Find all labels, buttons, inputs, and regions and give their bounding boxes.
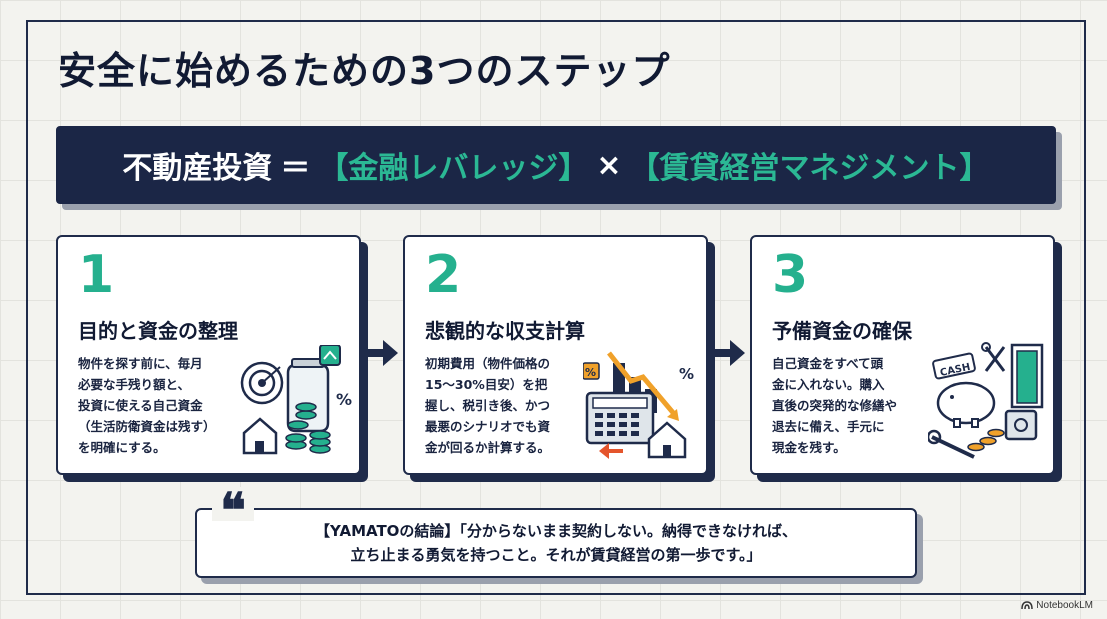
arrow-right-icon — [365, 340, 398, 366]
slide-frame — [26, 20, 1086, 595]
target-coins-jar-icon: % — [240, 345, 352, 455]
step-number: 1 — [78, 245, 115, 305]
arrow-right-icon — [712, 340, 745, 366]
brand-logo: NotebookLM — [1021, 600, 1093, 611]
step-number: 2 — [425, 245, 462, 305]
quote-line-1: 【YAMATOの結論】「分からないまま契約しない。納得できなければ、 — [315, 522, 797, 540]
formula-banner: 不動産投資 ＝ 【金融レバレッジ】 × 【賃貸経営マネジメント】 — [56, 126, 1056, 204]
step-description: 自己資金をすべて頭 金に入れない。購入 直後の突発的な修繕や 退去に備え、手元に… — [772, 356, 898, 455]
banner-times: × — [596, 147, 622, 183]
percent-label: % — [336, 390, 352, 409]
step-title: 予備資金の確保 — [772, 319, 912, 343]
percent-label: % — [679, 365, 694, 383]
piggy-bank-tools-icon: CASH — [928, 342, 1044, 459]
step-description: 初期費用（物件価格の 15〜30%目安）を把 握し、税引き後、かつ 最悪のシナリ… — [425, 356, 551, 455]
banner-finance: 【金融レバレッジ】 — [318, 151, 589, 186]
step-card-2: 2 悲観的な収支計算 初期費用（物件価格の 15〜30%目安）を把 握し、税引き… — [403, 235, 708, 475]
brand-name: NotebookLM — [1036, 600, 1093, 611]
step-card-3: 3 予備資金の確保 自己資金をすべて頭 金に入れない。購入 直後の突発的な修繕や… — [750, 235, 1055, 475]
calculator-chart-icon: % % — [583, 351, 694, 459]
banner-equals: ＝ — [280, 151, 311, 186]
quote-mark-icon: ❝ — [212, 487, 254, 535]
notebooklm-logo-icon — [1021, 601, 1034, 610]
banner-left: 不動産投資 — [122, 151, 273, 186]
banner-management: 【賃貸経営マネジメント】 — [629, 151, 990, 186]
quote-line-2: 立ち止まる勇気を持つこと。それが賃貸経営の第一歩です。」 — [350, 546, 762, 564]
step-title: 悲観的な収支計算 — [425, 319, 585, 343]
page-title: 安全に始めるための3つのステップ — [58, 49, 671, 93]
percent-tag-label: % — [585, 366, 596, 379]
step-description: 物件を探す前に、毎月 必要な手残り額と、 投資に使える自己資金 （生活防衛資金は… — [78, 356, 216, 455]
step-title: 目的と資金の整理 — [78, 319, 238, 343]
step-number: 3 — [772, 245, 809, 305]
step-card-1: 1 目的と資金の整理 物件を探す前に、毎月 必要な手残り額と、 投資に使える自己… — [56, 235, 361, 475]
conclusion-quote: 【YAMATOの結論】「分からないまま契約しない。納得できなければ、 立ち止まる… — [195, 508, 917, 578]
